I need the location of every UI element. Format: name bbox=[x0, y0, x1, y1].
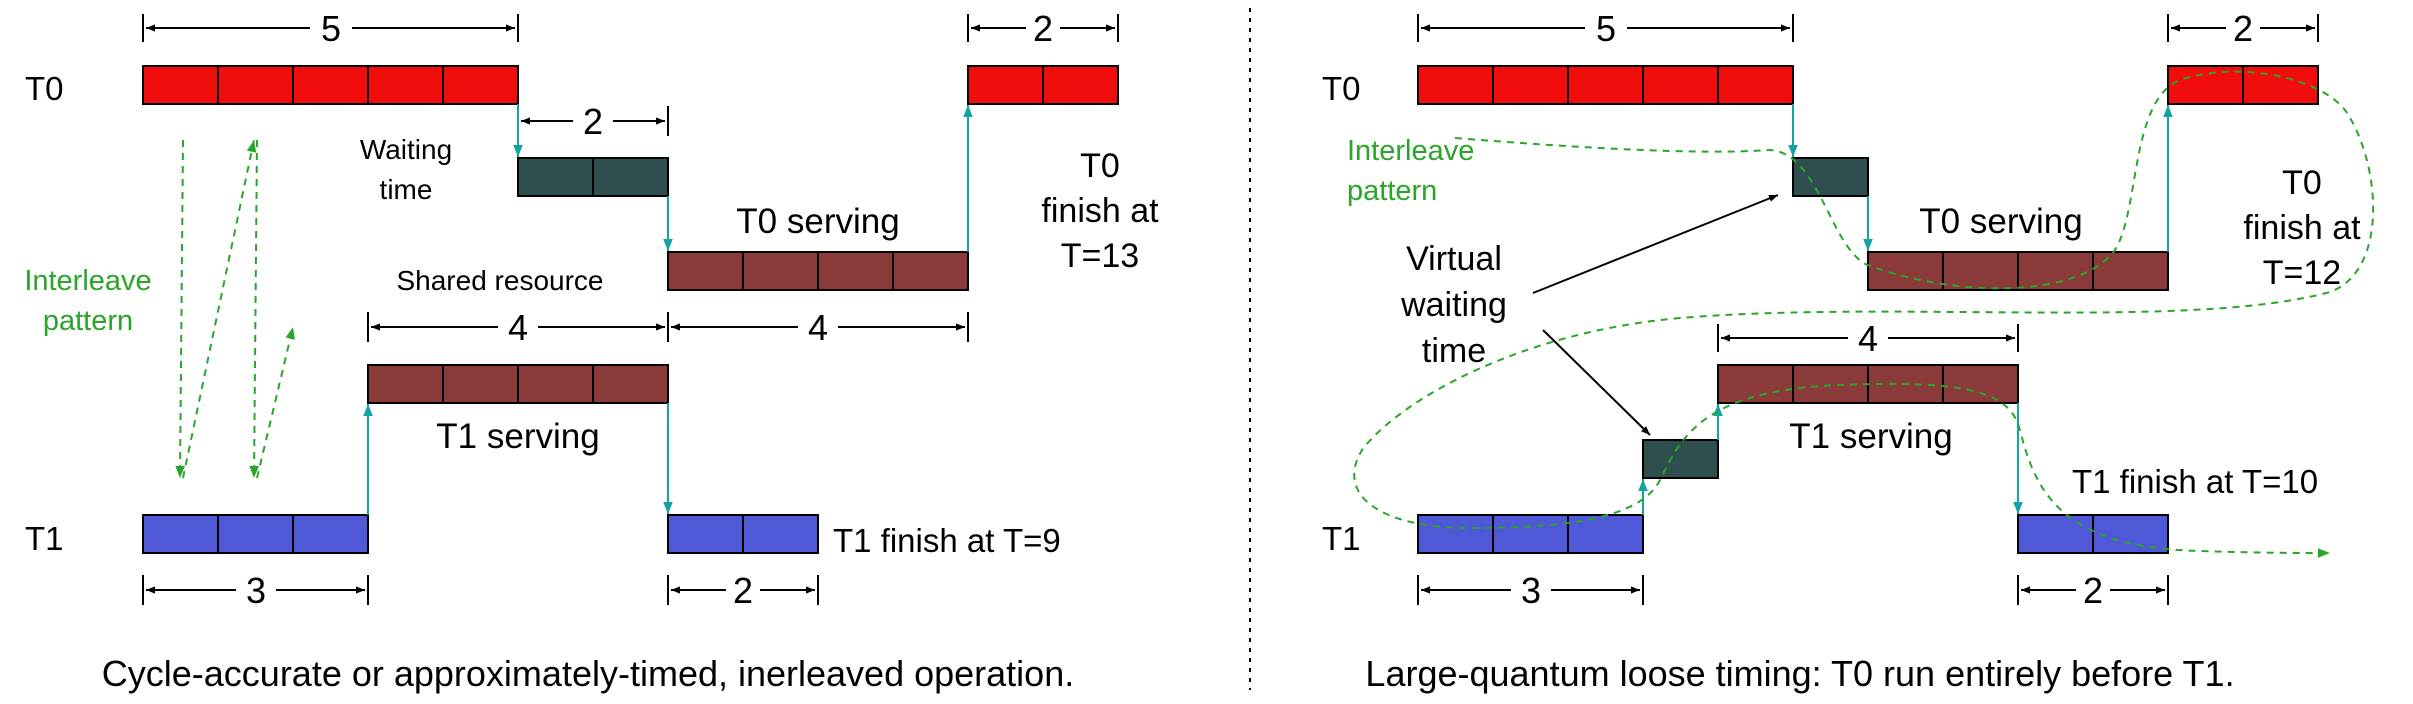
right-dim-t1-last: 2 bbox=[2083, 570, 2103, 611]
left-t0-serving-label: T0 serving bbox=[736, 202, 899, 241]
left-t0-finish-label-3: T=13 bbox=[1061, 237, 1139, 275]
left-t0-label: T0 bbox=[25, 70, 64, 107]
left-waiting-label-2: time bbox=[380, 174, 433, 205]
left-dim-t0-serve: 4 bbox=[808, 307, 828, 348]
right-panel: T0 T1 bbox=[1322, 8, 2375, 694]
right-virtual-waiting-label-3: time bbox=[1422, 332, 1486, 370]
left-dim-wait: 2 bbox=[583, 101, 603, 142]
left-interleave-label-1: Interleave bbox=[24, 265, 151, 297]
right-t1-serving-label: T1 serving bbox=[1789, 417, 1952, 456]
right-t1-label: T1 bbox=[1322, 520, 1361, 557]
left-caption: Cycle-accurate or approximately-timed, i… bbox=[102, 653, 1074, 694]
left-t1-run-block bbox=[142, 514, 369, 554]
left-dim-t1-last: 2 bbox=[733, 570, 753, 611]
left-waiting-label-1: Waiting bbox=[360, 134, 452, 165]
right-dim-t1-first: 3 bbox=[1521, 570, 1541, 611]
right-interleave-label-1: Interleave bbox=[1347, 135, 1474, 167]
right-t0-label: T0 bbox=[1322, 70, 1361, 107]
right-virtual-waiting-label-2: waiting bbox=[1400, 286, 1507, 324]
left-dim-t1-first: 3 bbox=[246, 570, 266, 611]
left-t0-run-block bbox=[142, 65, 519, 105]
right-transition-arrows bbox=[1638, 104, 2173, 515]
left-panel: T0 T1 bbox=[24, 8, 1159, 694]
left-dim-t0-last: 2 bbox=[1033, 8, 1053, 49]
right-virtual-waiting-label-1: Virtual bbox=[1406, 240, 1502, 278]
right-t0-finish-label-2: finish at bbox=[2243, 209, 2361, 247]
right-t1-virtual-wait-block bbox=[1642, 439, 1719, 479]
right-dim-t0-last: 2 bbox=[2233, 8, 2253, 49]
right-t0-virtual-wait-block bbox=[1792, 157, 1869, 197]
right-t1-finish-label: T1 finish at T=10 bbox=[2072, 463, 2318, 500]
left-dim-t0-first: 5 bbox=[321, 8, 341, 49]
left-t0-finish-label-1: T0 bbox=[1080, 147, 1120, 185]
right-t0-finish-label-1: T0 bbox=[2282, 164, 2322, 202]
left-interleave-pattern-arrows bbox=[175, 139, 295, 479]
right-interleave-pattern-curve bbox=[1353, 70, 2375, 558]
right-dim-t1-serve: 4 bbox=[1858, 318, 1878, 359]
left-dim-t1-serve: 4 bbox=[508, 307, 528, 348]
right-t0-serving-label: T0 serving bbox=[1919, 202, 2082, 241]
left-t1-serving-label: T1 serving bbox=[436, 417, 599, 456]
right-caption: Large-quantum loose timing: T0 run entir… bbox=[1365, 653, 2234, 694]
left-t0-finish-label-2: finish at bbox=[1041, 192, 1159, 230]
left-shared-resource-label: Shared resource bbox=[396, 265, 603, 296]
right-dimension-lines bbox=[1417, 14, 2319, 605]
left-t1-label: T1 bbox=[25, 520, 64, 557]
left-transition-arrows bbox=[363, 104, 973, 515]
right-interleave-label-2: pattern bbox=[1347, 175, 1437, 207]
right-dim-t0-first: 5 bbox=[1596, 8, 1616, 49]
right-virtual-wait-pointers bbox=[1532, 194, 1779, 436]
left-t1-finish-label: T1 finish at T=9 bbox=[833, 522, 1061, 559]
left-interleave-label-2: pattern bbox=[43, 305, 133, 337]
right-t0-finish-label-3: T=12 bbox=[2263, 254, 2341, 292]
left-t0-run-dividers bbox=[217, 66, 444, 104]
right-t1-run-block bbox=[1417, 514, 1644, 554]
right-t0-run-block bbox=[1417, 65, 1794, 105]
left-dimension-lines bbox=[142, 14, 1119, 605]
